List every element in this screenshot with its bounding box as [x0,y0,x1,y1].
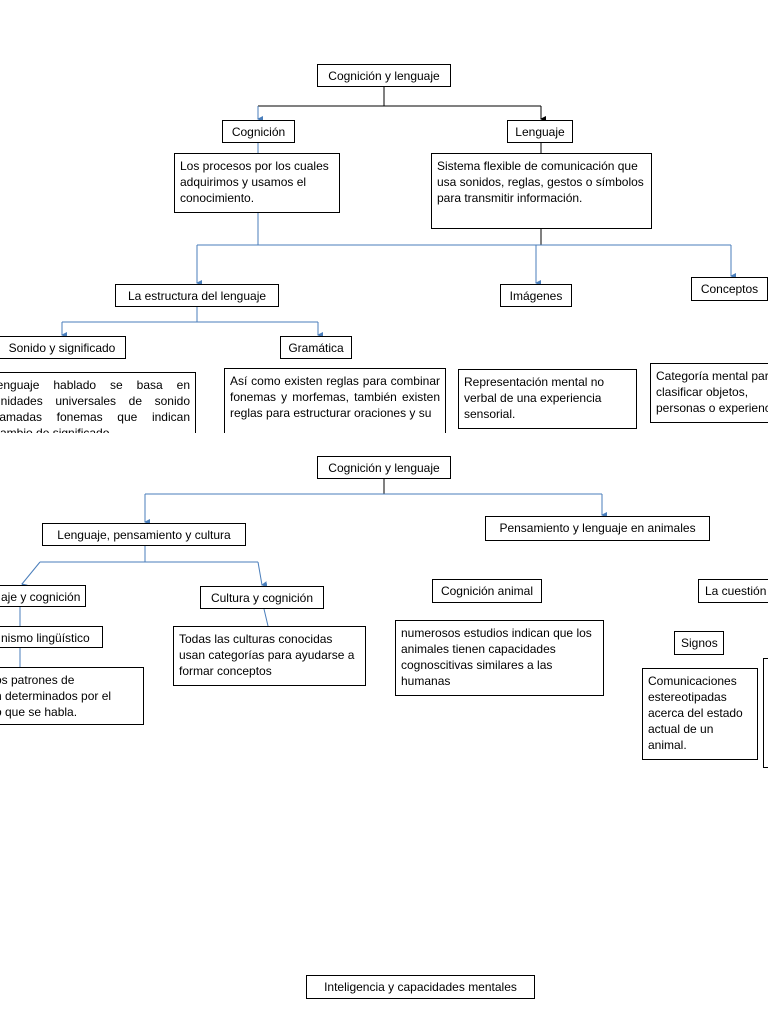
imagenes-node: Imágenes [500,284,572,307]
cognicion-node: Cognición [222,120,295,143]
estructura-node: La estructura del lenguaje [115,284,279,307]
signos-definition: Comunicaciones estereotipadas acerca del… [642,668,758,760]
diagram2-connectors [19,479,607,667]
cuestion-definition-partial [763,658,768,768]
diagram1-connectors [61,87,736,338]
animal-definition: numerosos estudios indican que los anima… [395,620,604,696]
lenguaje-definition: Sistema flexible de comunicación que usa… [431,153,652,229]
diagram3-root-node: Inteligencia y capacidades mentales [306,975,535,999]
cuestion-node: La cuestión [698,579,768,603]
cognicion-animal-node: Cognición animal [432,579,542,603]
cognicion-definition: Los procesos por los cuales adquirimos y… [174,153,340,213]
sonido-definition: lenguaje hablado se basa en unidades uni… [0,372,196,433]
diagram1-root-node: Cognición y lenguaje [317,64,451,87]
sonido-node: Sonido y significado [0,336,126,359]
signos-node: Signos [674,631,724,655]
cultura-definition: Todas las culturas conocidas usan catego… [173,626,366,686]
diagram2-root-node: Cognición y lenguaje [317,456,451,479]
relativismo-definition: os patrones de n determinados por el o q… [0,667,144,725]
conceptos-definition: Categoría mental para clasificar objetos… [650,363,768,423]
cultura-cognicion-node: Cultura y cognición [200,586,324,609]
pensamiento-lenguaje-animales-node: Pensamiento y lenguaje en animales [485,516,710,541]
lenguaje-node: Lenguaje [507,120,573,143]
relativismo-node: nismo lingüístico [0,626,103,648]
gramatica-node: Gramática [280,336,352,359]
conceptos-node: Conceptos [691,277,768,301]
gramatica-definition: Así como existen reglas para combinar fo… [224,368,446,433]
lenguaje-cognicion-node: aje y cognición [0,585,86,607]
lenguaje-pensamiento-cultura-node: Lenguaje, pensamiento y cultura [42,523,246,546]
imagenes-definition: Representación mental no verbal de una e… [458,369,637,429]
